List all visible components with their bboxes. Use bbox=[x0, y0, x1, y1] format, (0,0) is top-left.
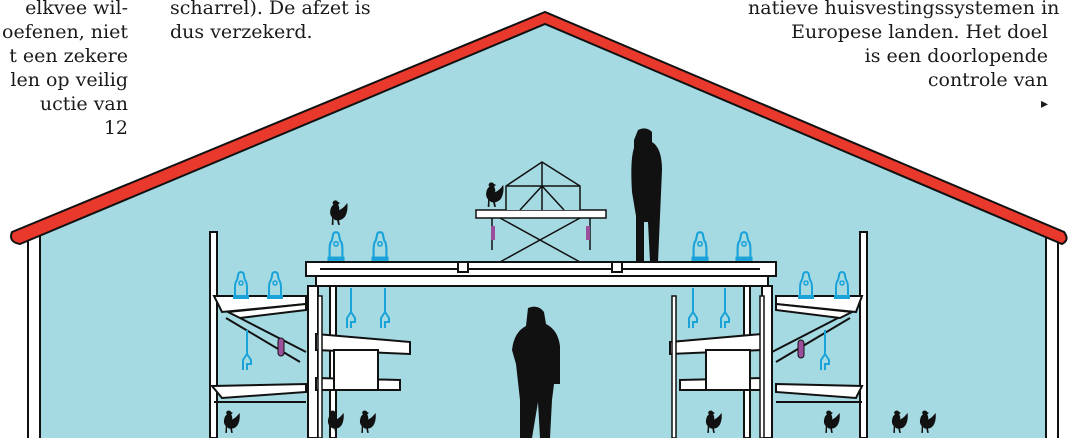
text-column-middle: scharrel). De afzet is dus verzekerd. bbox=[170, 0, 390, 44]
perch-marker bbox=[586, 226, 590, 240]
barn-wall-right bbox=[1045, 235, 1059, 438]
perch-marker bbox=[797, 339, 805, 359]
text-column-left: elkvee wil- oefenen, niet t een zekere l… bbox=[0, 0, 128, 140]
text-line: len op veilig bbox=[10, 69, 128, 91]
aviary-right bbox=[669, 231, 868, 438]
text-line: oefenen, niet bbox=[2, 21, 128, 43]
text-line: dus verzekerd. bbox=[170, 21, 313, 43]
feeder-cart bbox=[475, 161, 607, 263]
barn-wall-left bbox=[27, 235, 41, 438]
barn-interior bbox=[40, 18, 1046, 438]
continue-arrow-icon: ▸ bbox=[1040, 96, 1048, 112]
text-line: controle van bbox=[927, 69, 1048, 91]
text-line: scharrel). De afzet is bbox=[170, 0, 371, 19]
barn-roof bbox=[10, 10, 1068, 246]
text-line: elkvee wil- bbox=[25, 0, 128, 19]
text-line: 12 bbox=[103, 117, 128, 139]
perch-marker bbox=[491, 226, 495, 240]
text-line: is een doorlopende bbox=[864, 45, 1048, 67]
text-column-right: natieve huisvestingssystemen in Europese… bbox=[748, 0, 1060, 116]
aviary-left bbox=[209, 231, 411, 438]
perch-marker bbox=[277, 337, 285, 357]
central-walkway bbox=[305, 261, 777, 438]
person-standing-walkway bbox=[631, 128, 662, 262]
text-line: t een zekere bbox=[9, 45, 128, 67]
text-line: natieve huisvestingssystemen in bbox=[748, 0, 1060, 19]
person-standing-floor bbox=[512, 306, 560, 438]
text-line: uctie van bbox=[39, 93, 128, 115]
text-line: Europese landen. Het doel bbox=[791, 21, 1048, 43]
